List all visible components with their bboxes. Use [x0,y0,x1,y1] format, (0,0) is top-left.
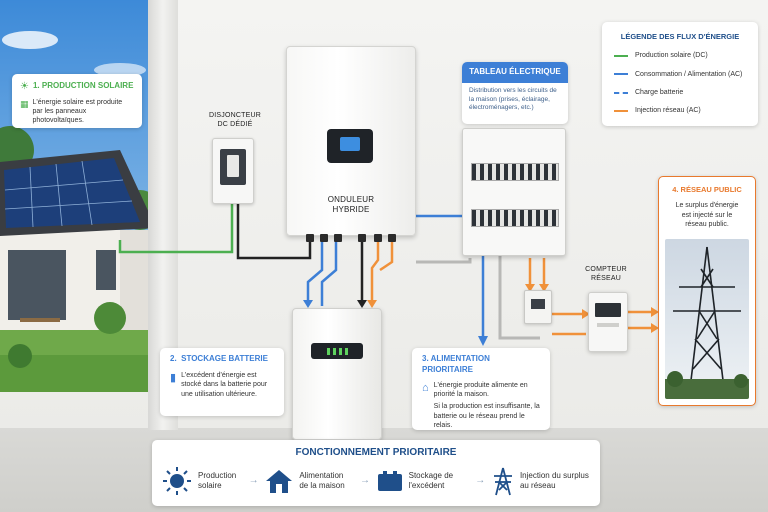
step-arrow: → [475,474,486,486]
home-battery [292,308,382,440]
panel-to-meter-arrow-1 [525,284,535,292]
legend-item-battery: Charge batterie [614,88,746,97]
sun-icon [163,466,191,495]
battery-status-display [311,343,363,359]
step-arrow: → [359,474,370,486]
legend-item-label: Consommation / Alimentation (AC) [635,70,743,78]
legend-item-injection: Injection réseau (AC) [614,106,746,115]
battery-icon: ▮ [170,371,177,384]
legend-title: LÉGENDE DES FLUX D'ÉNERGIE [620,32,740,41]
meter-label-line1: COMPTEUR [585,266,627,273]
priority-operation-title: FONCTIONNEMENT PRIORITAIRE [295,447,457,458]
dc-breaker-box [212,138,254,204]
meter-link-arrow [582,309,590,319]
step-label: Stockage de l'excédent [408,470,454,490]
solar-card-title: 1. PRODUCTION SOLAIRE [32,81,134,91]
step-label: Production solaire [198,470,237,490]
inverter-display [327,129,373,163]
panel-to-meter-arrow-2 [539,284,549,292]
dc-to-inverter-wire [236,200,312,260]
meter-label: COMPTEUR RÉSEAU [578,266,634,284]
priority-supply-card: 3. ALIMENTATION PRIORITAIRE ⌂ L'énergie … [412,348,550,430]
house-icon: ⌂ [422,381,429,394]
battery-card-text: L'excédent d'énergie est stocké dans la … [181,371,268,398]
priority-card-title: 3. ALIMENTATION PRIORITAIRE [422,354,490,374]
conduit-to-panel [416,258,472,264]
grid-meter [588,292,628,352]
junction-box [524,290,552,324]
step-label: Alimentation de la maison [299,470,345,490]
priority-card-text-1: L'énergie produite alimente en priorité … [433,381,528,399]
meter-display [595,303,621,317]
inverter-connectors [304,234,400,242]
step-solar-production: Production solaire [162,466,242,496]
electrical-panel-box [462,128,566,256]
solar-production-card: ☀ 1. PRODUCTION SOLAIRE ▦ L'énergie sola… [12,74,142,128]
meter-label-line2: RÉSEAU [591,274,621,282]
solar-panels [4,158,140,228]
step-grid-injection: Injection du surplus au réseau [492,466,590,496]
legend-item-consumption: Consommation / Alimentation (AC) [614,70,746,79]
step-battery-storage: Stockage de l'excédent [377,470,469,492]
solar-card-text: L'énergie solaire est produite par les p… [32,98,123,125]
legend-solid-orange-line [614,110,628,113]
outside-house-scene [0,0,162,392]
power-pylon-icon [493,467,512,495]
power-pylon-icon [665,246,749,399]
disjoncteur-label: DISJONCTEUR DC DÉDIÉ [198,112,272,130]
step-label: Injection du surplus au réseau [519,470,589,490]
inverter-ac-out-wire [370,236,380,306]
battery-charge-wire [306,236,324,306]
priority-card-text-2: Si la production est insuffisante, la ba… [433,403,540,430]
panel-to-house-arrow [478,336,488,346]
meter-to-grid-arrow-2 [651,323,659,333]
public-grid-text: Le surplus d'énergie est injecté sur le … [675,202,739,228]
disjoncteur-label-line2: DC DÉDIÉ [217,120,253,128]
solar-panel-icon: ▦ [20,98,29,109]
battery-card-title: 2. STOCKAGE BATTERIE [170,354,268,363]
legend-item-label: Production solaire (DC) [635,52,708,60]
battery-storage-card: 2. STOCKAGE BATTERIE ▮ L'excédent d'éner… [160,348,284,416]
hybrid-inverter: ONDULEUR HYBRIDE [286,46,416,236]
disjoncteur-label-line1: DISJONCTEUR [209,112,261,119]
house-illustration [0,0,156,392]
public-grid-card: 4. RÉSEAU PUBLIC Le surplus d'énergie es… [658,176,756,406]
legend-dashed-blue-line [614,91,628,94]
meter-to-grid-arrow-1 [651,307,659,317]
conduit-to-meter [498,256,540,340]
step-arrow: → [248,474,259,486]
legend-item-label: Injection réseau (AC) [635,107,701,115]
power-pylon-illustration [665,239,749,399]
legend-item-solar: Production solaire (DC) [614,51,746,60]
house-icon [266,469,293,493]
electrical-panel-text: Distribution vers les circuits de la mai… [469,86,557,112]
priority-operation-panel: FONCTIONNEMENT PRIORITAIRE Production so… [152,440,600,506]
step-house-supply: Alimentation de la maison [265,468,353,494]
legend-item-label: Charge batterie [635,89,684,96]
breaker-row-2 [471,209,559,227]
legend-solid-green-line [614,54,628,57]
inverter-label-line2: HYBRIDE [332,205,370,214]
inverter-ac-aux-wire [379,236,394,272]
battery-ground-arrow [357,300,367,308]
battery-link-wire [320,236,338,306]
inverter-label: ONDULEUR HYBRIDE [287,195,415,215]
energy-flow-legend: LÉGENDE DES FLUX D'ÉNERGIE Production so… [602,22,758,126]
public-grid-title: 4. RÉSEAU PUBLIC [672,185,742,194]
legend-solid-blue-line [614,73,628,76]
battery-charge-arrow [303,300,313,308]
inverter-screen [340,137,360,151]
breaker-switch [227,155,239,177]
breaker-row-1 [471,163,559,181]
battery-icon [377,470,402,491]
electrical-panel-card: TABLEAU ÉLECTRIQUE Distribution vers les… [462,62,568,124]
electrical-panel-title: TABLEAU ÉLECTRIQUE [462,62,568,83]
inverter-ac-out-arrow [367,300,377,308]
solar-dc-wire [118,200,234,254]
inverter-label-line1: ONDULEUR [327,195,375,204]
sun-icon: ☀ [20,81,29,92]
